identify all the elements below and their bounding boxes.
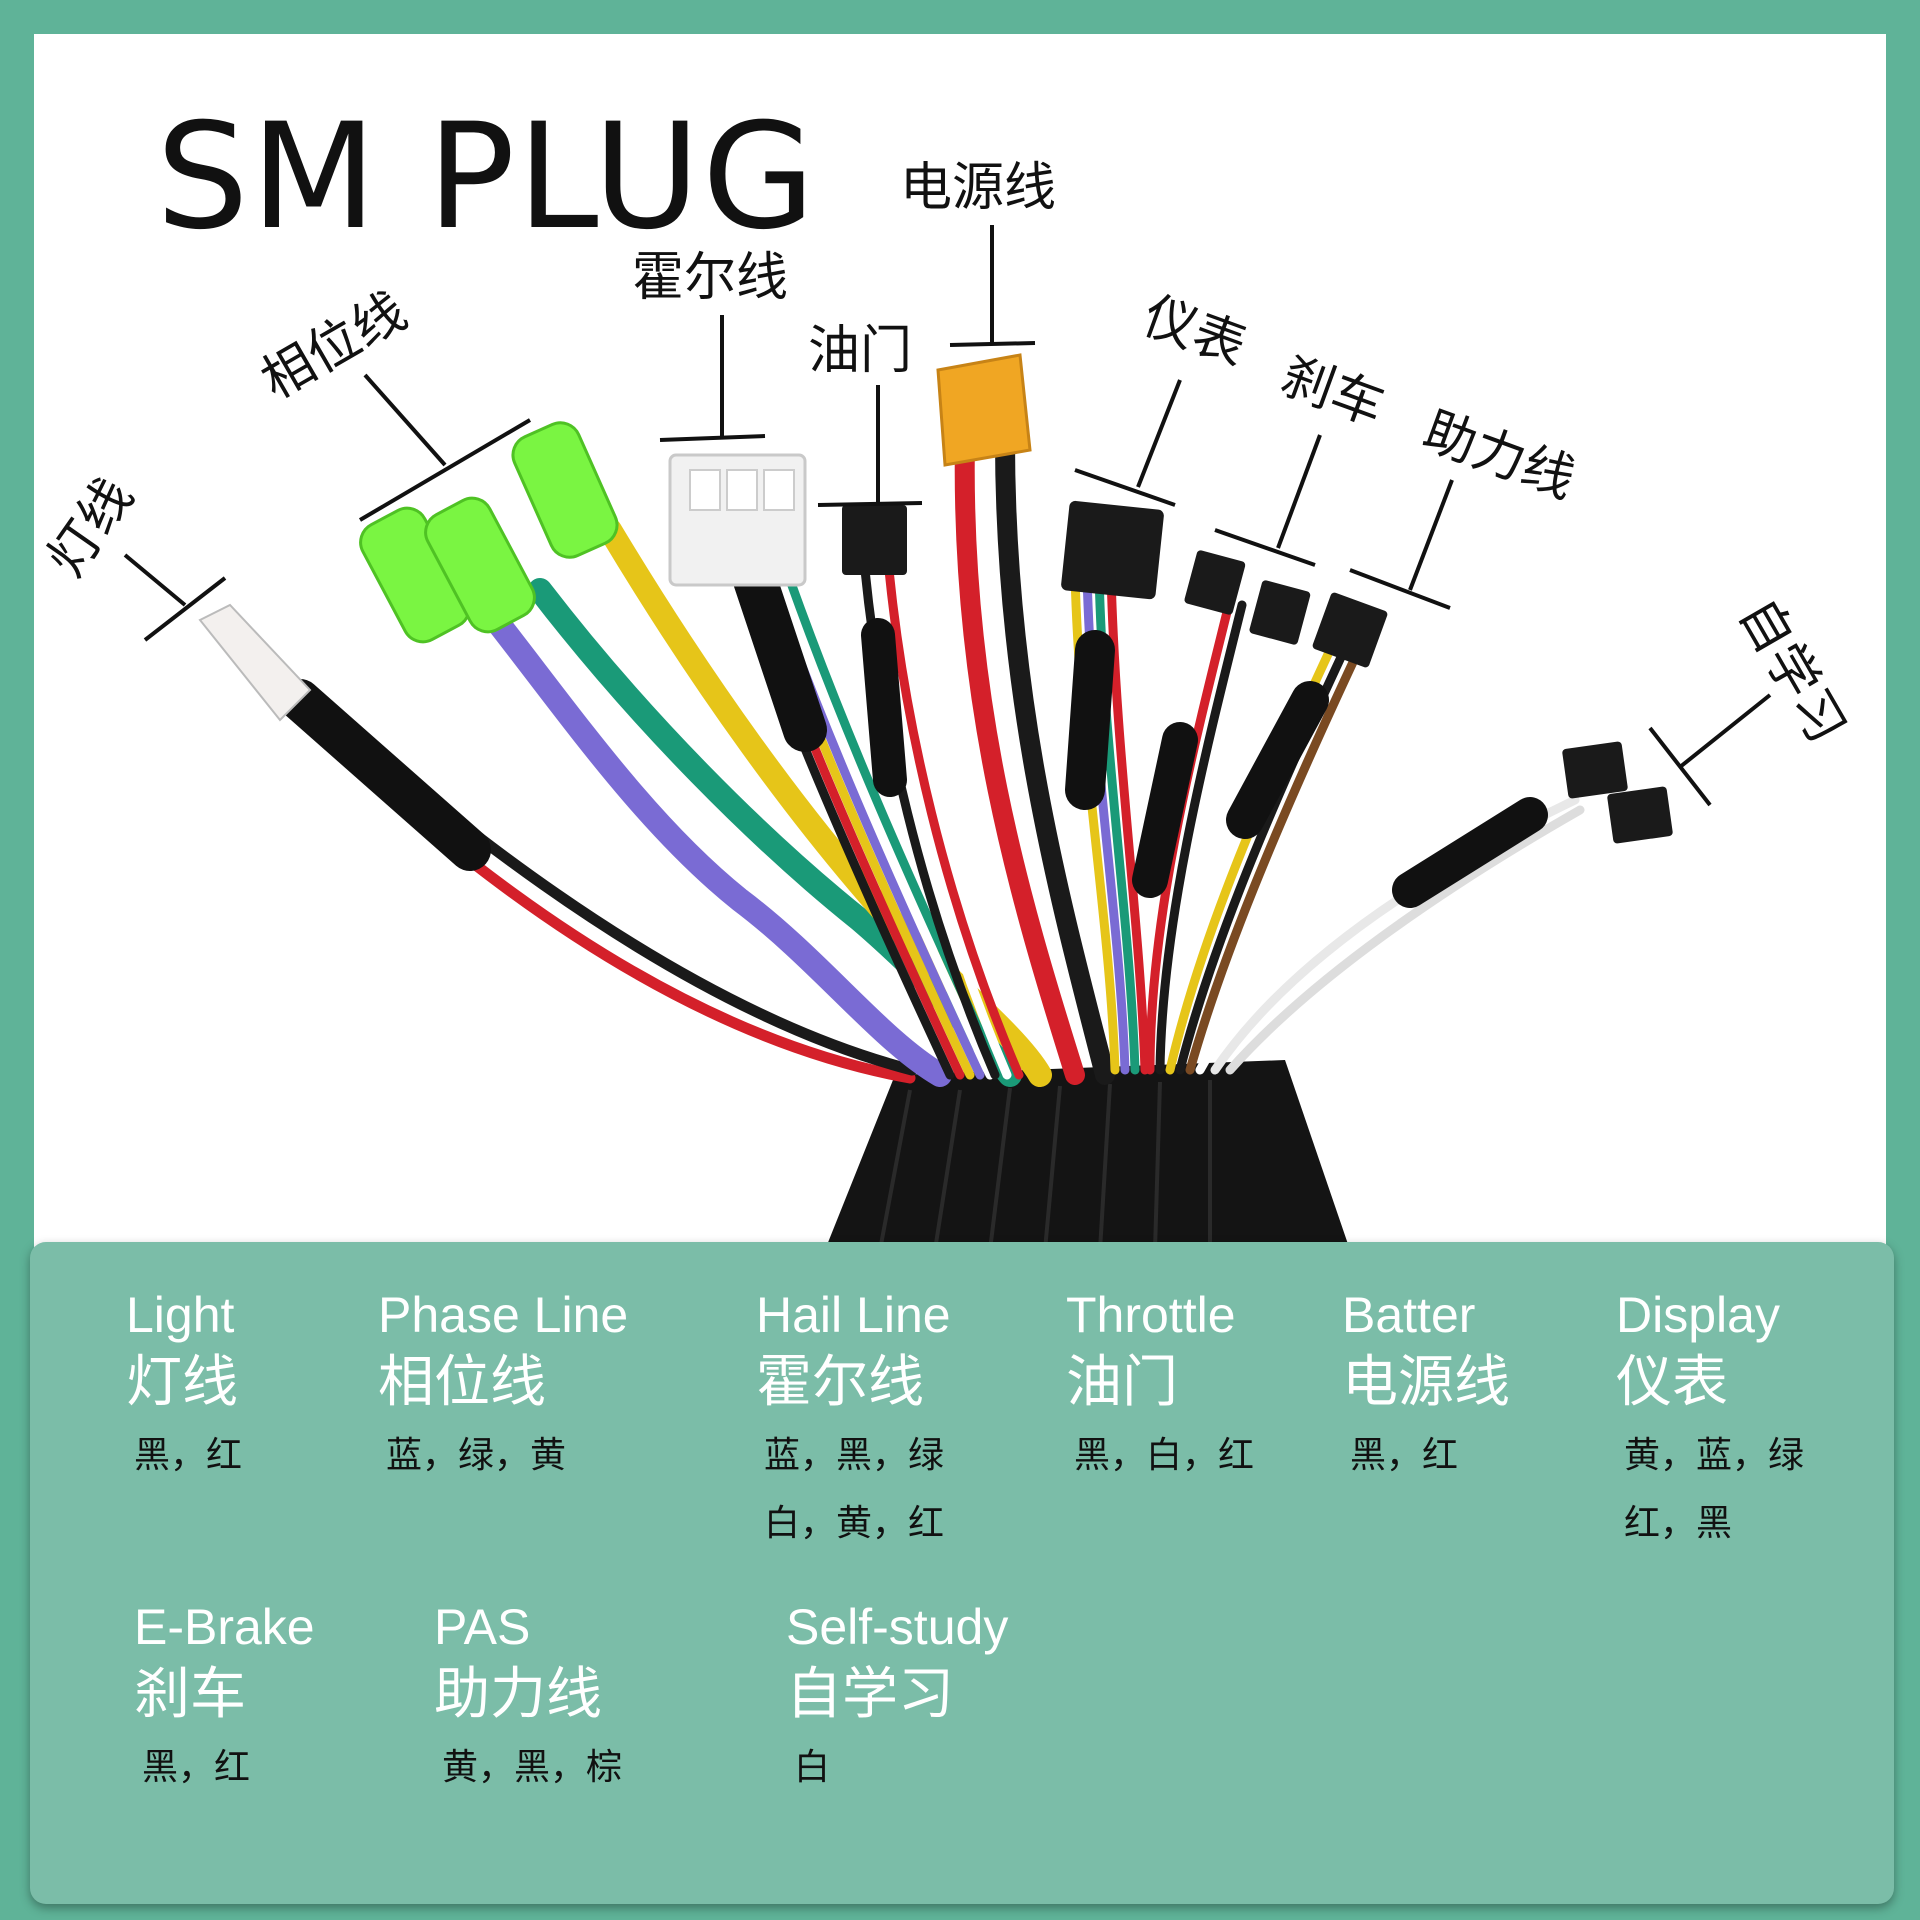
legend-colors: 黄，黑，棕 (442, 1747, 623, 1788)
legend-item-hall: Hail Line 霍尔线 蓝，黑，绿 白，黄，红 (756, 1282, 951, 1558)
legend-zh: 助力线 (434, 1662, 602, 1727)
legend-zh: 相位线 (378, 1350, 546, 1415)
legend-colors: 黄，蓝，绿 (1624, 1435, 1805, 1476)
page-title: SM PLUG (156, 92, 818, 262)
legend-colors: 黑，红 (134, 1435, 243, 1476)
legend-colors: 黑，红 (142, 1747, 251, 1788)
callout-selfstudy: 自学习 (1727, 589, 1857, 754)
pas-wires (1165, 592, 1388, 1075)
legend-colors: 蓝，绿，黄 (386, 1435, 567, 1476)
legend-zh: 灯线 (126, 1350, 238, 1415)
legend-item-pas: PAS 助力线 黄，黑，棕 (434, 1594, 622, 1802)
callout-hall: 霍尔线 (632, 248, 788, 308)
legend-en: PAS (434, 1599, 531, 1655)
power-wires (936, 353, 1115, 1085)
selfstudy-wires (1195, 741, 1673, 1075)
legend-zh: 霍尔线 (756, 1350, 924, 1415)
callout-phase: 相位线 (252, 281, 417, 411)
callout-throttle: 油门 (808, 321, 912, 381)
throttle-wires (842, 505, 1024, 1080)
callout-display: 仪表 (1136, 286, 1254, 378)
callout-power: 电源线 (900, 158, 1056, 218)
legend-colors: 白 (794, 1747, 831, 1788)
legend-item-display: Display 仪表 黄，蓝，绿 红，黑 (1616, 1282, 1804, 1558)
legend-zh: 电源线 (1342, 1350, 1510, 1415)
callout-pas: 助力线 (1416, 401, 1583, 511)
callout-brake: 刹车 (1274, 346, 1392, 438)
legend-zh: 仪表 (1616, 1350, 1728, 1415)
legend-item-ebrake: E-Brake 刹车 黑，红 (134, 1594, 315, 1802)
light-wire (198, 603, 918, 1084)
legend-colors: 白，黄，红 (764, 1503, 945, 1544)
controller-box (825, 1060, 1350, 1251)
legend-item-light: Light 灯线 黑，红 (126, 1282, 242, 1490)
callout-light: 灯线 (36, 468, 145, 588)
legend-colors: 黑，红 (1350, 1435, 1459, 1476)
legend-item-selfstudy: Self-study 自学习 白 (786, 1594, 1008, 1802)
legend-item-throttle: Throttle 油门 黑，白，红 (1066, 1282, 1254, 1490)
wiring-diagram: 灯线 相位线 霍尔线 油门 电源线 仪表 刹车 助力线 自学习 (36, 158, 1857, 1251)
legend-en: Hail Line (756, 1287, 951, 1343)
legend-colors: 黑，白，红 (1074, 1435, 1255, 1476)
display-wires (1061, 500, 1164, 1075)
phase-connectors (359, 421, 619, 644)
legend-colors: 蓝，黑，绿 (764, 1435, 945, 1476)
legend-zh: 油门 (1066, 1350, 1178, 1415)
legend-en: Phase Line (378, 1287, 629, 1343)
brake-wires (1132, 550, 1311, 1075)
legend-item-battery: Batter 电源线 黑，红 (1342, 1282, 1510, 1490)
legend-en: Light (126, 1287, 235, 1343)
legend-item-phase: Phase Line 相位线 蓝，绿，黄 (378, 1282, 628, 1490)
legend-en: Display (1616, 1287, 1780, 1343)
legend-zh: 刹车 (134, 1662, 246, 1727)
legend-colors: 红，黑 (1624, 1503, 1733, 1544)
legend-en: E-Brake (134, 1599, 315, 1655)
legend-zh: 自学习 (786, 1662, 954, 1727)
legend-panel: Light 灯线 黑，红 Phase Line 相位线 蓝，绿，黄 Hail L… (30, 1242, 1894, 1904)
legend-en: Throttle (1066, 1287, 1236, 1343)
legend-en: Self-study (786, 1599, 1009, 1655)
callout-lines (123, 225, 1772, 807)
legend-en: Batter (1342, 1287, 1476, 1343)
